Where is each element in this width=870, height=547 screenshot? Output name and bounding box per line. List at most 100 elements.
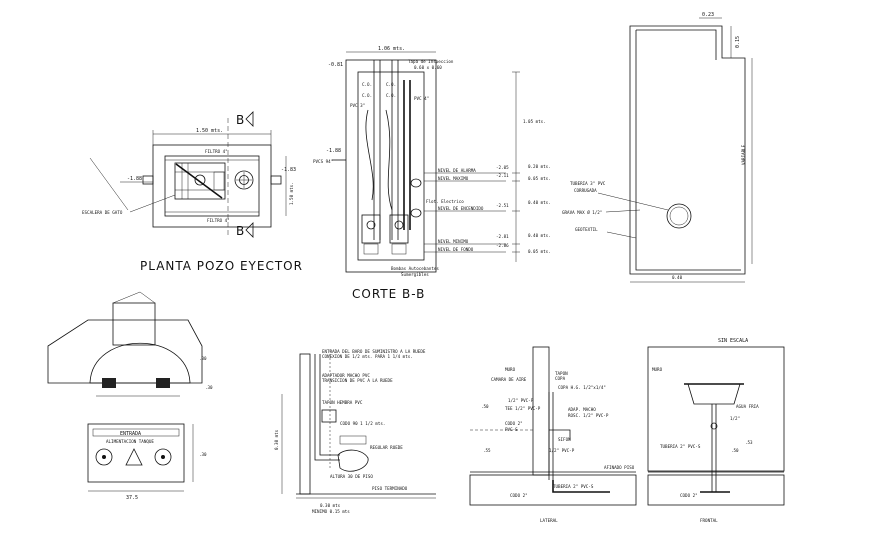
entrance-dim-height: .30	[199, 356, 207, 361]
conn-dim-1: 0.30 mts	[320, 503, 341, 508]
conn-note-2: CONEXION DE 1/2 mts. PARA 1 1/4 mts.	[322, 354, 413, 359]
entrance-detail: .30 .30 ENTRADA ALIMENTACION TANQUE .30 …	[47, 291, 213, 501]
entrance-dome	[89, 343, 191, 384]
wall-tuberia: TUBERIA 3" PVC	[570, 181, 606, 186]
nivel-fondo: NIVEL DE FONDO	[438, 247, 474, 252]
section-co-3: C.O.	[362, 93, 372, 98]
conn-note-6: CODO 90 1 1/2 mts.	[340, 421, 385, 426]
conn-note-9: PISO TERMINADO	[372, 486, 408, 491]
conn-wall	[299, 353, 311, 495]
lav-tapon: TAPON	[555, 371, 568, 376]
section-co-1: C.O.	[362, 82, 372, 87]
entrance-pipe-stub	[112, 302, 156, 346]
plan-level-right: -1.83	[281, 167, 296, 173]
lav-p12: 1/2" PVC-P	[508, 398, 534, 403]
lav-pvcs: PVC-S	[505, 427, 518, 432]
nivel-maximo: NIVEL MAXIMO	[438, 176, 469, 181]
plan-mark-top: B	[236, 113, 245, 127]
conn-dim-2: MINIMO 0.15 mts	[312, 509, 350, 514]
entrance-label: ENTRADA	[120, 431, 141, 437]
frontal-r12: 1/2"	[730, 416, 740, 421]
nivel-alarma: NIVEL DE ALARMA	[438, 168, 476, 173]
wall-geotextil: GEOTEXTIL	[575, 227, 598, 232]
dim-total: 1.05 mts.	[523, 119, 546, 124]
level-2: -2.11	[496, 173, 509, 178]
drain-gravel	[629, 25, 746, 275]
section-dim-width: 1.06 mts.	[378, 46, 405, 52]
frontal-d53: .53	[745, 440, 753, 445]
section-co-4: C.O.	[386, 93, 396, 98]
lav-tee: TEE 1/2" PVC-P	[505, 406, 541, 411]
drain-detail: 0.23 0.15 VARIABLE TUBERIA 3" PVC CORRUG…	[562, 12, 753, 283]
plan-mark-bottom: B	[236, 224, 245, 238]
entrance-wall-mass	[47, 319, 203, 384]
dim-3: 0.40 mts.	[528, 200, 551, 205]
conn-note-1: ENTRADA DEL BARO DE SUMINISTRO A LA RUED…	[322, 349, 426, 354]
conn-note-8: ALTURA 30 DE PISO	[330, 474, 373, 479]
flot-electrico: Flot. Electrico	[426, 199, 464, 204]
section-inner-pit	[357, 71, 425, 261]
lateral-wall	[532, 346, 550, 476]
entrance-triangle	[125, 448, 143, 466]
sumergibles: Sumergibles	[401, 272, 429, 277]
section-co-2: C.O.	[386, 82, 396, 87]
conn-note-3: ADAPTADOR MACHO PVC	[322, 373, 370, 378]
pump-left	[361, 214, 381, 244]
lav-rosc: ROSC. 1/2" PVC-P	[568, 413, 609, 418]
lav-codo2: CODO 2"	[510, 493, 528, 498]
section-title: CORTE B-B	[352, 287, 425, 301]
lav-sifon: SIFON	[558, 437, 571, 442]
lavabo-sin-escala: SIN ESCALA	[718, 338, 748, 344]
frontal-agua-fria: AGUA FRIA	[736, 404, 759, 409]
lav-adap: ADAP. MACHO	[568, 407, 596, 412]
level-3: -2.51	[496, 203, 509, 208]
plan-escalera: ESCALERA DE GATO	[82, 210, 123, 215]
plan-dim-width: 1.50 mts.	[196, 128, 223, 134]
lav-lateral: LATERAL	[540, 518, 558, 523]
wall-variable: VARIABLE	[741, 144, 746, 165]
section-arrow-bottom	[245, 222, 254, 238]
conn-note-4: TRANSICION DE PVC A LA RUEDE	[322, 378, 393, 383]
frontal-tuberia: TUBERIA 2" PVC-S	[660, 444, 701, 449]
plan-filtro-bottom: FILTRO 4"	[207, 218, 230, 223]
entrance-dim-width: 37.5	[126, 495, 138, 501]
wall-corrugada: CORRUGADA	[574, 188, 597, 193]
plan-level-left: -1.88	[127, 176, 142, 182]
conn-fitting	[337, 449, 369, 472]
section-pvcs-left: PVCS 94"	[313, 159, 333, 164]
conn-dim-vert: 0.30 mts	[274, 429, 279, 450]
lav-codo: CODO 2"	[505, 421, 523, 426]
plan-outer-wall	[152, 144, 272, 228]
section-arrow-top	[245, 111, 254, 127]
drain-pipe	[666, 203, 692, 229]
lav-copa-hg: COPA H.G. 1/2"x1/4"	[558, 385, 606, 390]
plan-inner-pit	[164, 155, 260, 217]
lav-d50: .50	[481, 404, 489, 409]
level-1: -2.05	[496, 165, 509, 170]
nivel-minimo: NIVEL MINIMO	[438, 239, 469, 244]
entrance-foot-right	[156, 378, 170, 388]
dim-5: 0.05 mts.	[528, 249, 551, 254]
frontal-label: FRONTAL	[700, 518, 718, 523]
plan-pump-frame	[174, 162, 226, 200]
lav-afinado: AFINADO PISO	[604, 465, 635, 470]
frontal-basin	[687, 383, 741, 405]
entrance-valve-right	[154, 448, 172, 466]
section-pvc3: PVC 3"	[350, 103, 365, 108]
lav-muro: MURO	[505, 367, 516, 372]
lav-d55: .55	[483, 448, 491, 453]
entrance-sublabel: ALIMENTACION TANQUE	[106, 439, 154, 444]
section-pvc4: PVC 4"	[414, 96, 429, 101]
level-5: -2.86	[496, 243, 509, 248]
entrance-box	[87, 423, 185, 483]
entrance-valve-left	[95, 448, 113, 466]
section-level-top: -0.81	[328, 62, 343, 68]
plan-dim-right: 1.50 mts.	[289, 182, 294, 205]
section-level-left: -1.88	[326, 148, 341, 154]
dim-1: 0.20 mts.	[528, 164, 551, 169]
wall-grava: GRAVA MAX Ø 1/2"	[562, 210, 602, 215]
lavabo-detail: SIN ESCALA MURO CAMARA DE AIRE TAPON COP…	[469, 338, 785, 523]
dim-4: 0.40 mts.	[528, 233, 551, 238]
entrance-foot-left	[102, 378, 116, 388]
